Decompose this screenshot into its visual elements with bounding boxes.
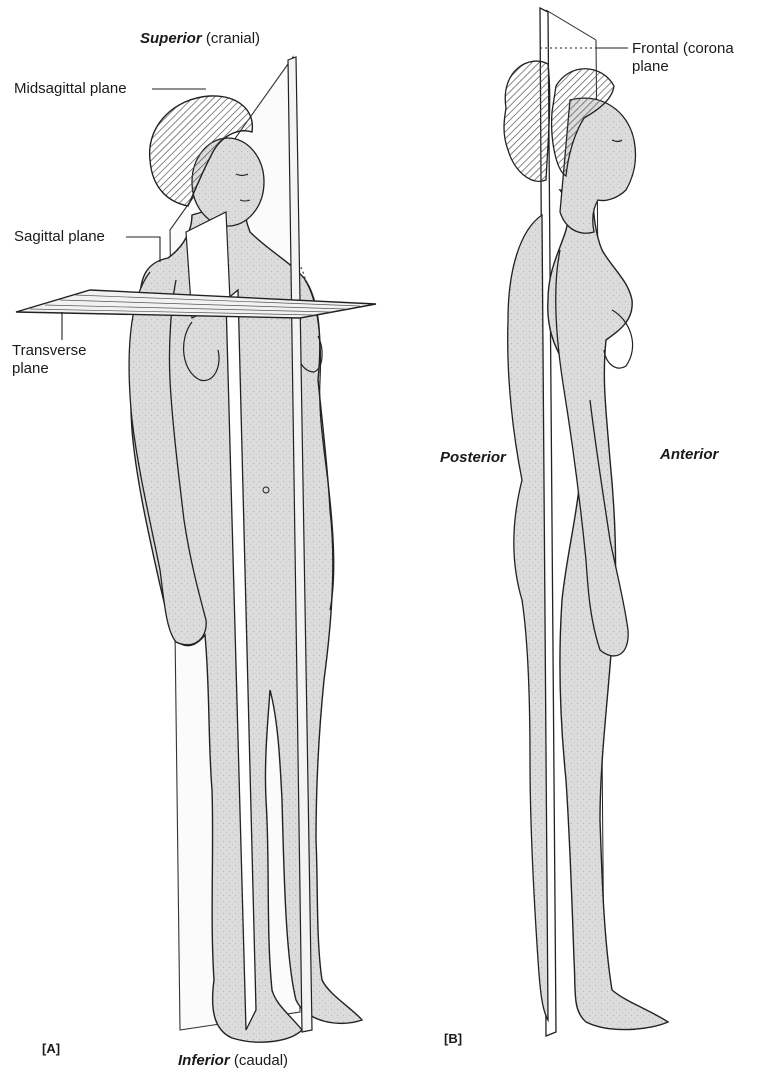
panel-b-tag: [B] — [444, 1030, 462, 1047]
transverse-plane-label-line2: plane — [12, 360, 49, 377]
superior-term: Superior — [140, 30, 202, 47]
superior-note: (cranial) — [206, 30, 260, 47]
posterior-label: Posterior — [440, 449, 506, 466]
figure-b-back — [508, 215, 548, 1020]
figure-b — [504, 8, 668, 1036]
panel-a-tag: [A] — [42, 1040, 60, 1057]
sagittal-plane-label: Sagittal plane — [14, 228, 105, 245]
anterior-label: Anterior — [660, 446, 718, 463]
frontal-plane-label-line2: plane — [632, 58, 669, 75]
midsagittal-plane-label: Midsagittal plane — [14, 80, 127, 97]
inferior-term: Inferior — [178, 1052, 230, 1069]
sagittal-leader — [126, 237, 160, 262]
superior-label: Superior (cranial) — [140, 30, 260, 47]
frontal-plane-label-line1: Frontal (corona — [632, 40, 734, 57]
frontal-plane-top-edge — [546, 10, 596, 40]
transverse-plane-label-line1: Transverse — [12, 342, 86, 359]
inferior-label: Inferior (caudal) — [178, 1052, 288, 1069]
inferior-note: (caudal) — [234, 1052, 288, 1069]
figure-a — [16, 57, 376, 1042]
figure-b-hair-bun — [504, 61, 550, 181]
